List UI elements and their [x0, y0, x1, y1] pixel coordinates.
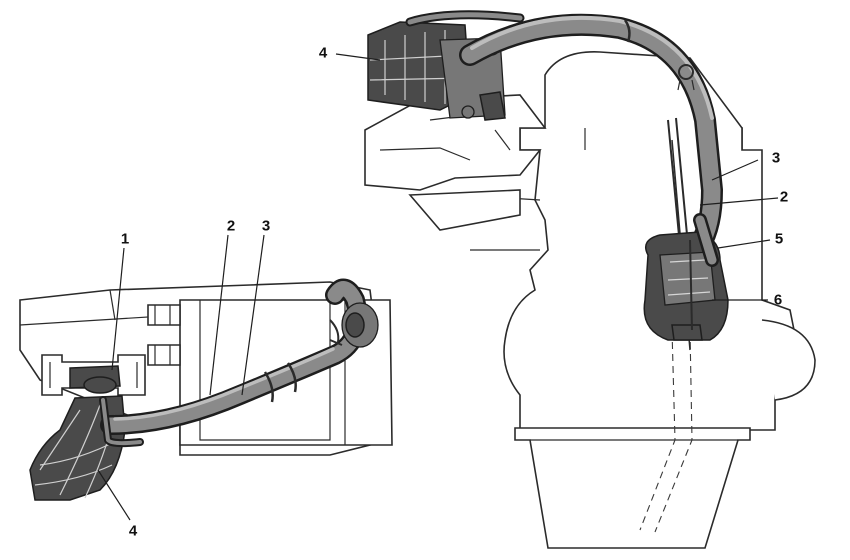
callout-1-left: 1: [120, 230, 130, 248]
callout-6-right: 6: [773, 291, 783, 309]
left-throttle-housing: [41, 354, 146, 396]
right-oil-separator: [643, 213, 729, 341]
right-air-cleaner: [367, 21, 506, 121]
right-lifting-eye: [677, 64, 695, 91]
leader-lines: [97, 53, 779, 521]
right-engine-block: [459, 51, 816, 549]
callout-2-right: 2: [779, 188, 789, 206]
callout-2-left: 2: [226, 217, 236, 235]
callout-5-right: 5: [774, 230, 784, 248]
callout-4-right: 4: [318, 44, 328, 62]
callout-3-left: 3: [261, 217, 271, 235]
left-valve-cover-fitting: [329, 302, 379, 348]
callout-3-right: 3: [771, 149, 781, 167]
right-breather-hose: [405, 10, 723, 256]
left-breather-hose: [99, 278, 368, 448]
callout-4-left: 4: [128, 522, 138, 540]
left-intake-duct: [29, 395, 126, 501]
